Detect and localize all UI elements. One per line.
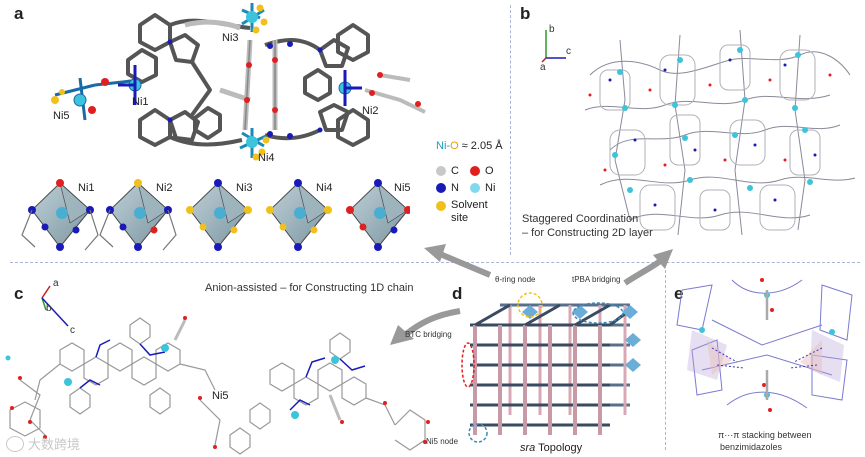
atom-label-ni1: Ni1 (132, 96, 149, 108)
legend-item-c: C (436, 165, 459, 177)
polyhedron-label-ni4: Ni4 (316, 182, 333, 194)
polyhedron-label-ni5: Ni5 (394, 182, 411, 194)
axis-c-label-a: a (53, 278, 59, 289)
polyhedra-row (21, 179, 410, 251)
arrow-to-panel-c (390, 308, 461, 345)
legend-label-c: C (451, 165, 459, 177)
panel-c-atom-ni5: Ni5 (212, 390, 229, 402)
legend-item-solvent: Solvent site (436, 199, 488, 225)
legend-item-ni: Ni (470, 182, 495, 194)
legend-dot-c (436, 166, 446, 176)
axes-b (541, 30, 566, 63)
axes-c (41, 285, 69, 327)
panel-b-caption-line1: Staggered Coordination (522, 213, 639, 225)
divider-vertical-top (510, 5, 511, 255)
panel-d-topology-italic: sra (520, 442, 536, 454)
panel-a-structure (51, 3, 426, 161)
legend-dot-o (470, 166, 480, 176)
polyhedron-label-ni3: Ni3 (236, 182, 253, 194)
legend-label-o: O (485, 165, 494, 177)
panel-label-d: d (452, 284, 463, 303)
legend-dot-n (436, 183, 446, 193)
legend-bond-length: Ni-O ≈ 2.05 Å (436, 140, 503, 152)
legend-label-n: N (451, 182, 459, 194)
legend-bond-o: O (450, 140, 459, 152)
arrow-to-panel-b (424, 244, 492, 278)
atom-label-ni5: Ni5 (53, 110, 70, 122)
panel-b-caption-line2: – for Constructing 2D layer (522, 227, 653, 239)
panel-e-pi-stacking (676, 278, 853, 412)
axis-c-label-b: b (46, 303, 52, 314)
legend-solvent-line1: Solvent (451, 199, 488, 211)
axis-c-label-c: c (70, 325, 75, 336)
axis-b-label-b: b (549, 24, 555, 35)
legend-dot-solvent (436, 201, 446, 211)
legend-item-o: O (470, 165, 494, 177)
legend-solvent-line2: site (451, 212, 469, 224)
watermark: 大数跨境 (6, 434, 80, 453)
panel-label-a: a (14, 4, 24, 23)
atom-label-ni3: Ni3 (222, 32, 239, 44)
axis-b-label-c: c (566, 46, 571, 57)
legend-bond-prefix: Ni- (436, 140, 451, 152)
panel-d-topology-title: sra Topology (520, 442, 582, 454)
watermark-logo-icon (6, 435, 24, 452)
panel-c-1d-chain (5, 316, 430, 455)
panel-b-2d-layer (584, 29, 856, 236)
atom-label-ni4: Ni4 (258, 152, 275, 164)
polyhedron-label-ni1: Ni1 (78, 182, 95, 194)
divider-vertical-bottom (665, 270, 666, 450)
panel-d-bridge-left-label: BTC bridging (405, 330, 452, 339)
legend-dot-ni (470, 183, 480, 193)
legend-label-ni: Ni (485, 182, 496, 194)
panel-d-topology-rest: Topology (535, 442, 583, 454)
axis-b-label-a: a (540, 62, 546, 73)
legend-item-n: N (436, 182, 459, 194)
panel-d-node-bottom-label: Ni5 node (426, 437, 459, 446)
legend-bond-suffix: ≈ 2.05 Å (458, 140, 503, 152)
divider-horizontal (10, 262, 860, 263)
arrow-to-panel-e (623, 249, 673, 286)
watermark-text: 大数跨境 (28, 437, 81, 452)
atom-label-ni2: Ni2 (362, 105, 379, 117)
panel-d-bridge-top-label: tPBA bridging (572, 275, 621, 284)
panel-label-e: e (674, 284, 684, 303)
panel-d-topology-net (461, 292, 641, 443)
polyhedron-label-ni2: Ni2 (156, 182, 173, 194)
panel-e-caption-line1: π···π stacking between (718, 430, 812, 440)
panel-c-caption: Anion-assisted – for Constructing 1D cha… (205, 282, 414, 294)
panel-label-b: b (520, 4, 531, 23)
panel-e-caption-line2: benzimidazoles (720, 442, 783, 452)
panel-label-c: c (14, 284, 24, 303)
panel-d-node-top-label: θ-ring node (495, 275, 536, 284)
